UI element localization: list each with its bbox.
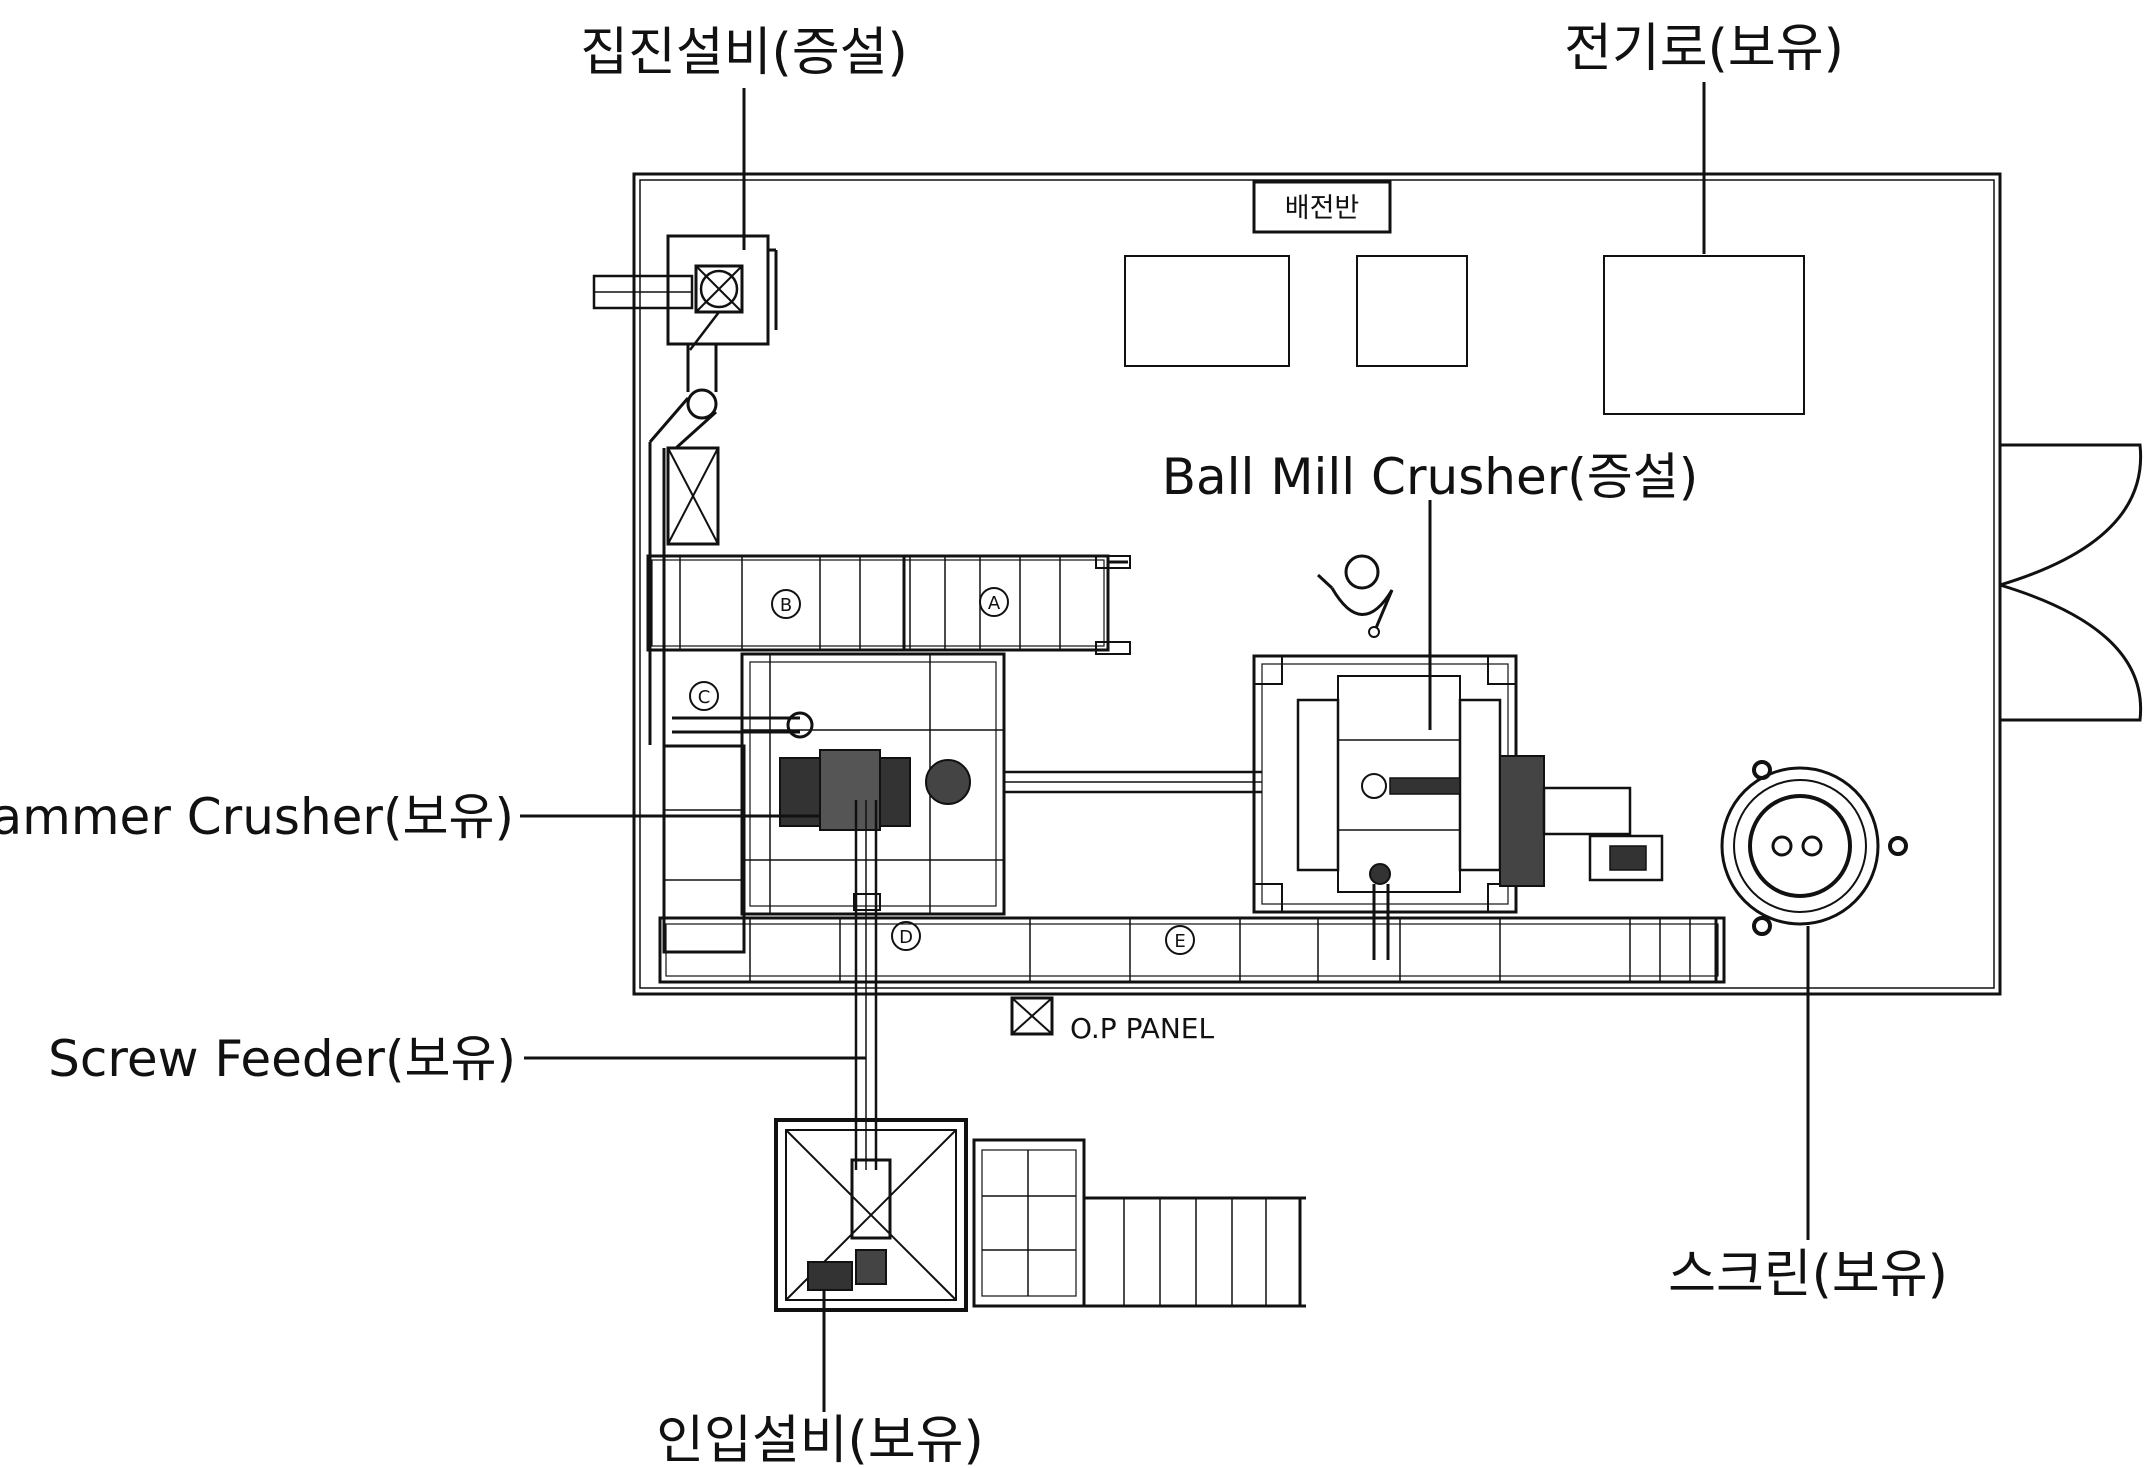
intake-equipment [774,1118,1306,1312]
marker-e: E [1165,925,1195,955]
marker-d: D [891,921,921,951]
double-door [1999,443,2143,722]
electric-furnace [1603,255,1805,415]
operator-figure [1316,554,1394,638]
marker-c: C [689,681,719,711]
ball-mill [1252,654,1664,960]
op-panel-label: O.P PANEL [1070,1012,1214,1045]
marker-c-label: C [698,687,711,708]
screw-feeder [853,800,881,1170]
screw-feeder-label: Screw Feeder(보유) [48,1030,516,1088]
marker-b: B [771,589,801,619]
drive-shaft [1004,770,1262,794]
marker-a: A [979,587,1009,617]
ball-mill-label: Ball Mill Crusher(증설) [1162,448,1699,506]
hammer-crusher [662,652,1006,954]
marker-d-label: D [899,927,913,948]
distribution-panel: 배전반 [1252,180,1392,234]
rotary-screen [1720,760,1908,936]
marker-e-label: E [1174,931,1185,952]
hammer-crusher-label: Hammer Crusher(보유) [0,788,514,846]
screen-label: 스크린(보유) [1668,1245,1948,1305]
dust-collector-label: 집진설비(증설) [580,23,908,83]
furnace-label: 전기로(보유) [1564,19,1844,79]
lower-conveyor [658,916,1726,984]
marker-b-label: B [780,595,792,616]
op-panel: O.P PANEL [1010,996,1214,1045]
upper-conveyor [646,554,1131,655]
leader-lines [520,82,1810,1412]
marker-a-label: A [988,593,1001,614]
dust-collector [592,234,778,745]
intake-label: 인입설비(보유) [656,1411,984,1468]
furnace-boxes [1124,255,1805,415]
panel-label: 배전반 [1285,193,1360,224]
